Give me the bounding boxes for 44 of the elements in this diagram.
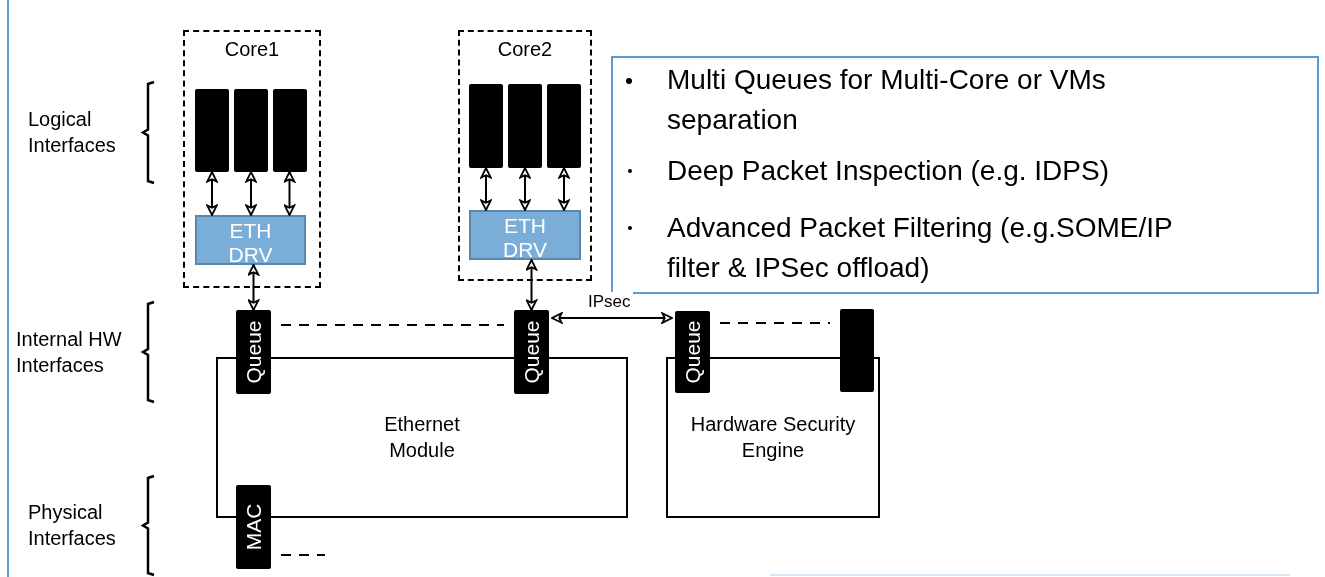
double-arrow: [247, 264, 260, 311]
block-label: MAC: [240, 503, 266, 551]
queue-block: [236, 485, 271, 569]
queue-bar: [840, 309, 874, 392]
double-arrow: [551, 312, 673, 324]
queue-bar: [469, 84, 503, 168]
bullet-text: Deep Packet Inspection (e.g. IDPS): [667, 154, 1110, 188]
queue-bar: [234, 89, 268, 172]
core-box: [183, 30, 321, 288]
driver-box: [195, 215, 306, 265]
double-arrow: [283, 171, 296, 216]
double-arrow: [245, 171, 257, 216]
block-label: Queue: [679, 320, 705, 384]
double-arrow: [558, 167, 570, 211]
queue-block: [675, 311, 710, 393]
queue-bar: [508, 84, 542, 168]
block-label: Queue: [518, 320, 544, 384]
core-box: [458, 30, 592, 281]
layer-label: Internal HW Interfaces: [16, 327, 123, 378]
queue-block: [236, 310, 271, 394]
dashed-connector: [280, 324, 505, 326]
queue-block: [514, 310, 549, 394]
queue-bar: [547, 84, 581, 168]
bullet-text: Advanced Packet Filtering (e.g.SOME/IP filter & IPSec offload): [667, 211, 1174, 285]
driver-label: ETH DRV: [227, 219, 274, 267]
core-label: Core1: [223, 37, 281, 62]
layer-label: Physical Interfaces: [28, 500, 117, 551]
double-arrow: [519, 167, 531, 211]
layer-label: Logical Interfaces: [28, 107, 117, 158]
double-arrow: [525, 259, 538, 311]
queue-bar: [273, 89, 307, 172]
dashed-connector: [280, 554, 326, 556]
module-label: Hardware Security Engine: [689, 412, 857, 463]
driver-label: ETH DRV: [502, 214, 548, 262]
double-arrow: [480, 167, 492, 211]
driver-box: [469, 210, 581, 260]
core-label: Core2: [496, 37, 554, 62]
module-label: Ethernet Module: [383, 412, 461, 463]
feature-list-box: [611, 56, 1319, 294]
queue-bar: [195, 89, 229, 172]
dashed-connector: [719, 322, 831, 324]
bullet-text: Multi Queues for Multi-Core or VMs separation: [667, 63, 1107, 137]
block-label: Queue: [240, 320, 266, 384]
double-arrow: [206, 171, 218, 216]
